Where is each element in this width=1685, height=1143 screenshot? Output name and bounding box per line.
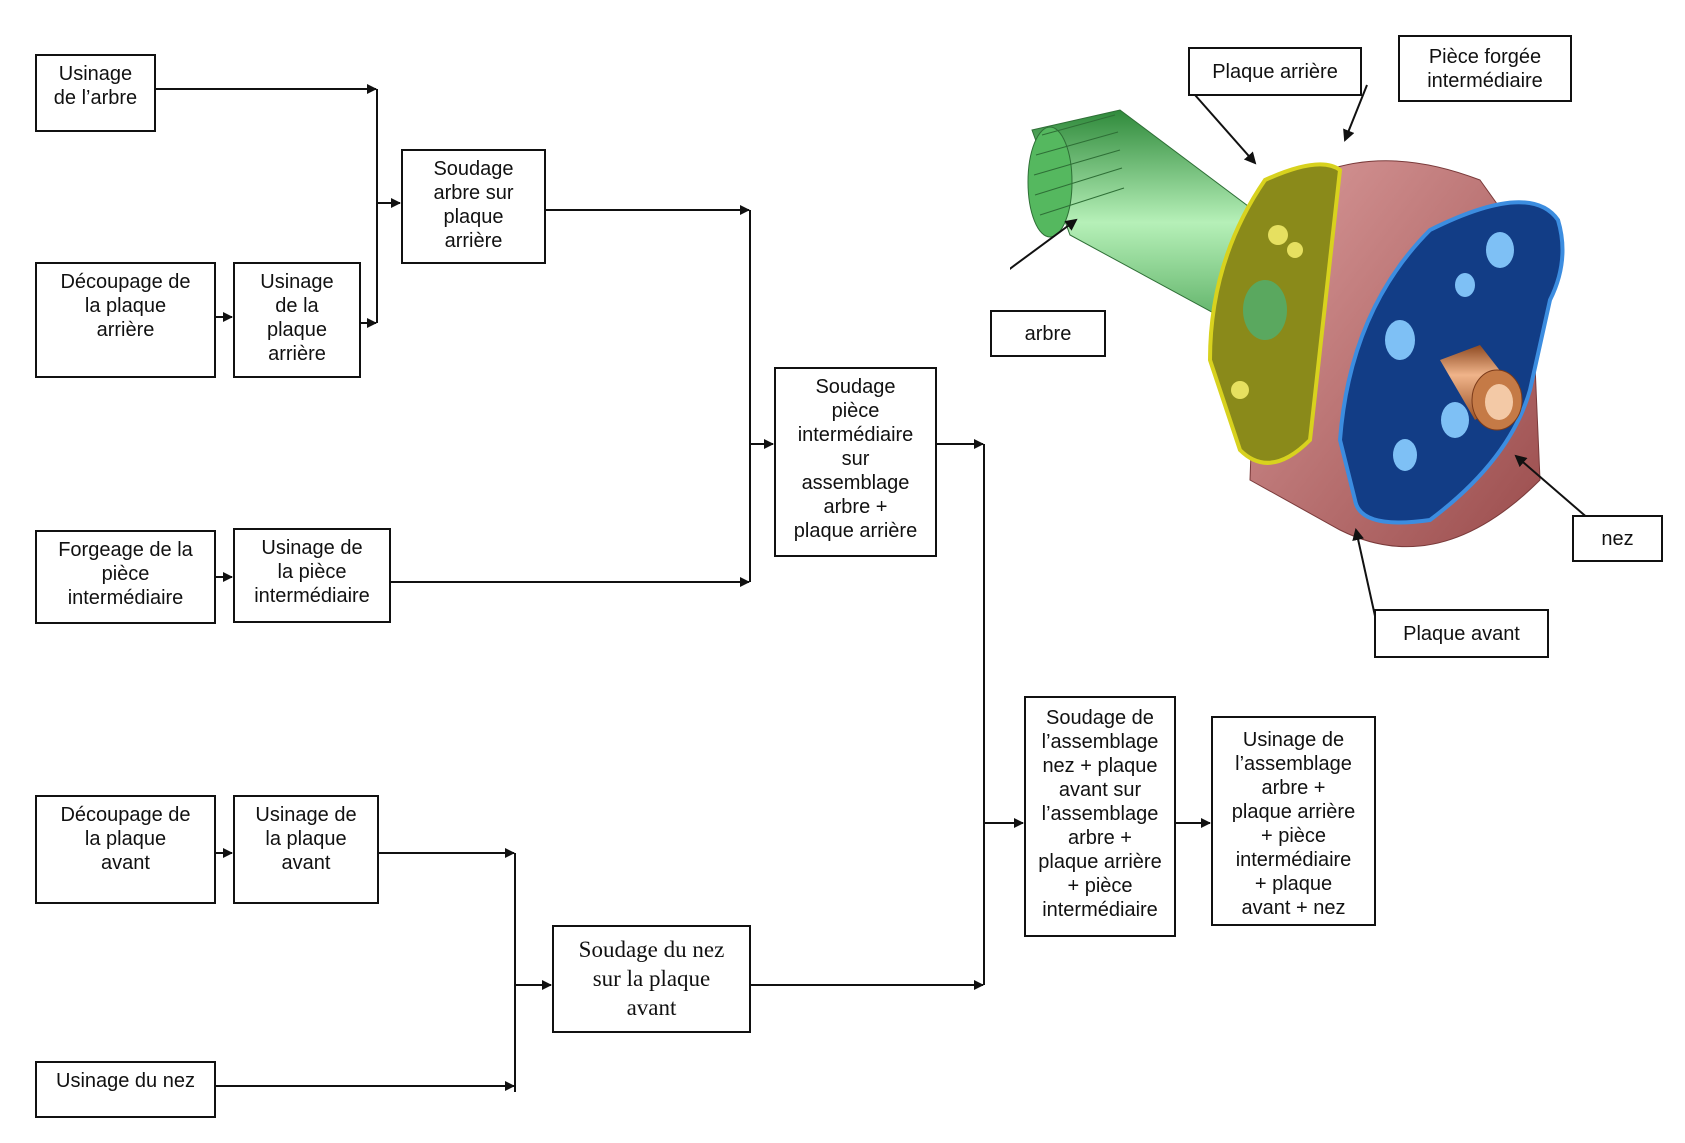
step-decoupage-plaque-arriere[interactable]: Découpage de la plaque arrière — [35, 262, 216, 378]
label-arbre: arbre — [990, 310, 1106, 357]
label-piece-forgee-intermediaire: Pièce forgée intermédiaire — [1398, 35, 1572, 102]
label-plaque-arriere: Plaque arrière — [1188, 47, 1362, 96]
step-usinage-arbre[interactable]: Usinage de l’arbre — [35, 54, 156, 132]
step-usinage-nez[interactable]: Usinage du nez — [35, 1061, 216, 1118]
leader-piece-forgee — [1343, 84, 1368, 142]
step-decoupage-plaque-avant[interactable]: Découpage de la plaque avant — [35, 795, 216, 904]
label-plaque-avant: Plaque avant — [1374, 609, 1549, 658]
leader-arbre — [1010, 218, 1078, 270]
leader-plaque-arriere — [1194, 94, 1257, 165]
step-soudage-arbre-plaque-arriere[interactable]: Soudage arbre sur plaque arrière — [401, 149, 546, 264]
label-nez: nez — [1572, 515, 1663, 562]
plaque-arriere-shape — [1207, 162, 1343, 465]
step-usinage-plaque-avant[interactable]: Usinage de la plaque avant — [233, 795, 379, 904]
step-usinage-plaque-arriere[interactable]: Usinage de la plaque arrière — [233, 262, 361, 378]
nez-shape — [1440, 345, 1523, 431]
step-soudage-assemblage-final[interactable]: Soudage de l’assemblage nez + plaque ava… — [1024, 696, 1176, 937]
step-soudage-piece-intermediaire[interactable]: Soudage pièce intermédiaire sur assembla… — [774, 367, 937, 557]
step-forgeage-piece-intermediaire[interactable]: Forgeage de la pièce intermédiaire — [35, 530, 216, 624]
leader-plaque-avant — [1352, 528, 1378, 626]
step-soudage-nez-plaque-avant[interactable]: Soudage du nez sur la plaque avant — [552, 925, 751, 1033]
part-3d-illustration — [1010, 84, 1591, 626]
step-usinage-piece-intermediaire[interactable]: Usinage de la pièce intermédiaire — [233, 528, 391, 623]
step-usinage-assemblage-final[interactable]: Usinage de l’assemblage arbre + plaque a… — [1211, 716, 1376, 926]
leader-nez — [1514, 454, 1591, 521]
